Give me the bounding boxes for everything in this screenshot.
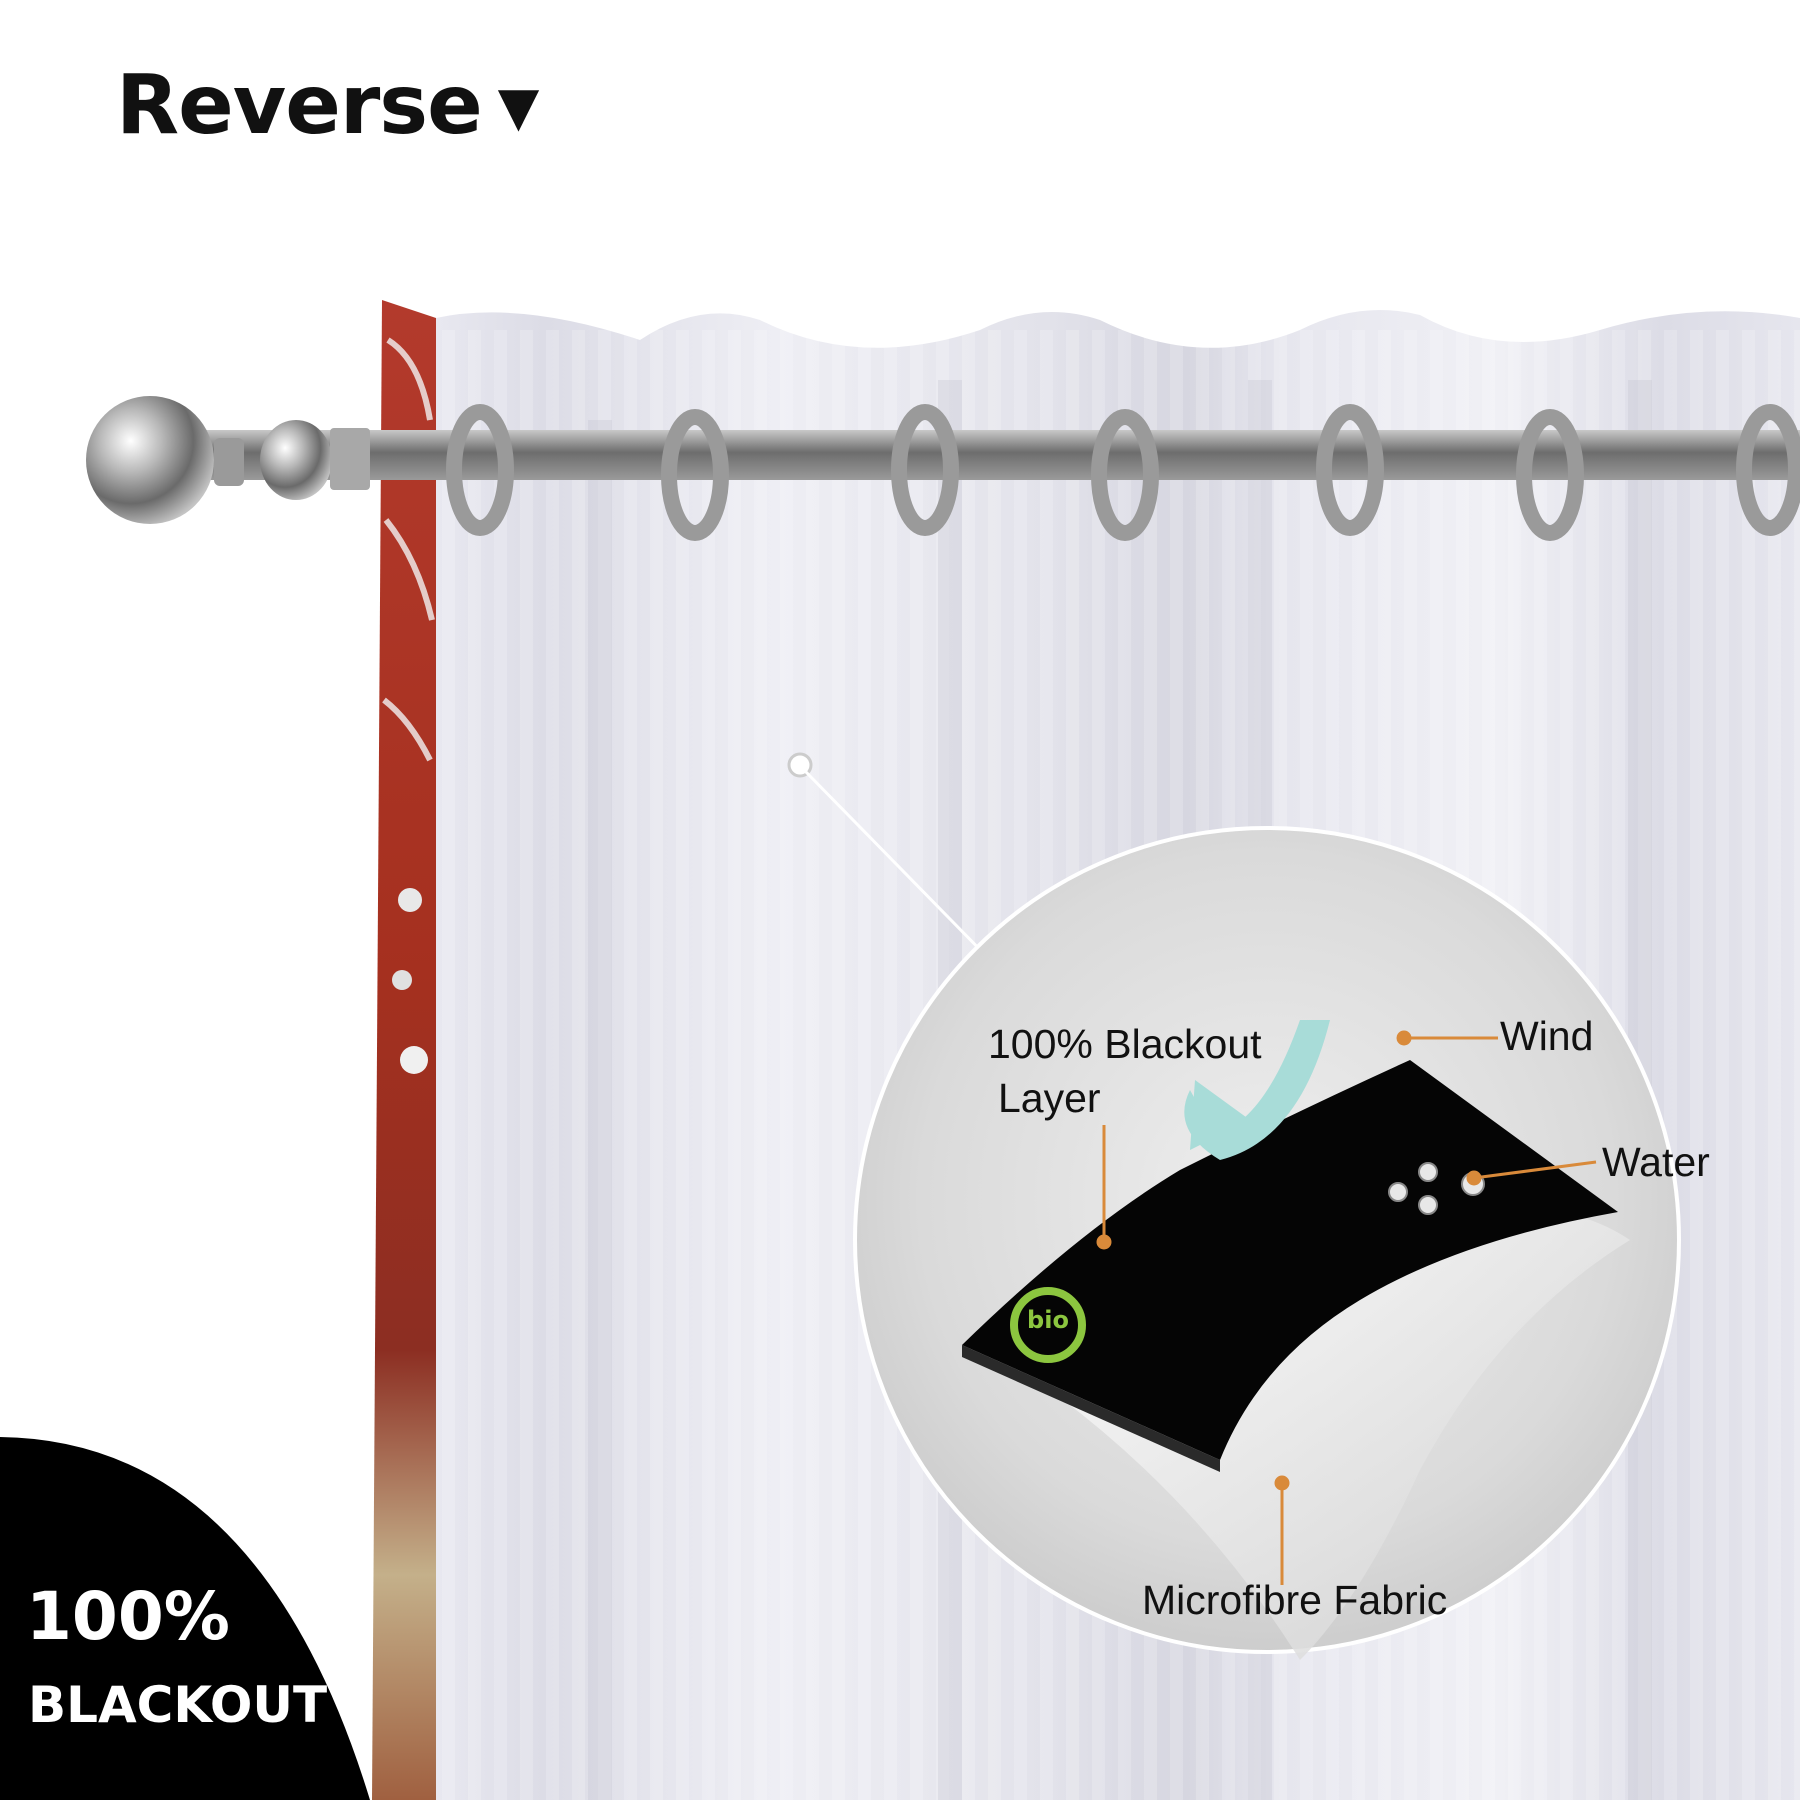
microfibre-fabric-label: Microfibre Fabric xyxy=(1142,1577,1448,1623)
water-label: Water xyxy=(1602,1139,1710,1185)
page-title: Reverse▼ xyxy=(116,58,540,153)
badge-label: BLACKOUT xyxy=(28,1676,328,1734)
wind-arrow-icon xyxy=(1184,1020,1330,1160)
eco-logo-text: bio xyxy=(1027,1306,1069,1334)
blackout-badge xyxy=(0,1437,370,1800)
badge-percent: 100% xyxy=(26,1578,230,1655)
grommet-icon xyxy=(446,404,1800,541)
blackout-layer xyxy=(962,1060,1618,1460)
microfibre-fabric-layer xyxy=(1050,1210,1630,1660)
curtain-rod xyxy=(190,430,1800,480)
wind-label: Wind xyxy=(1500,1013,1594,1059)
eco-bio-logo-icon xyxy=(1010,1287,1086,1363)
curtain-rod-finial-icon xyxy=(86,396,214,524)
triangle-down-icon: ▼ xyxy=(497,75,540,138)
blackout-layer-label-line1: 100% Blackout xyxy=(988,1021,1262,1067)
page-title-text: Reverse xyxy=(116,58,483,153)
curtain-front-print xyxy=(372,300,436,1800)
blackout-layer-label-line2: Layer xyxy=(998,1075,1101,1121)
